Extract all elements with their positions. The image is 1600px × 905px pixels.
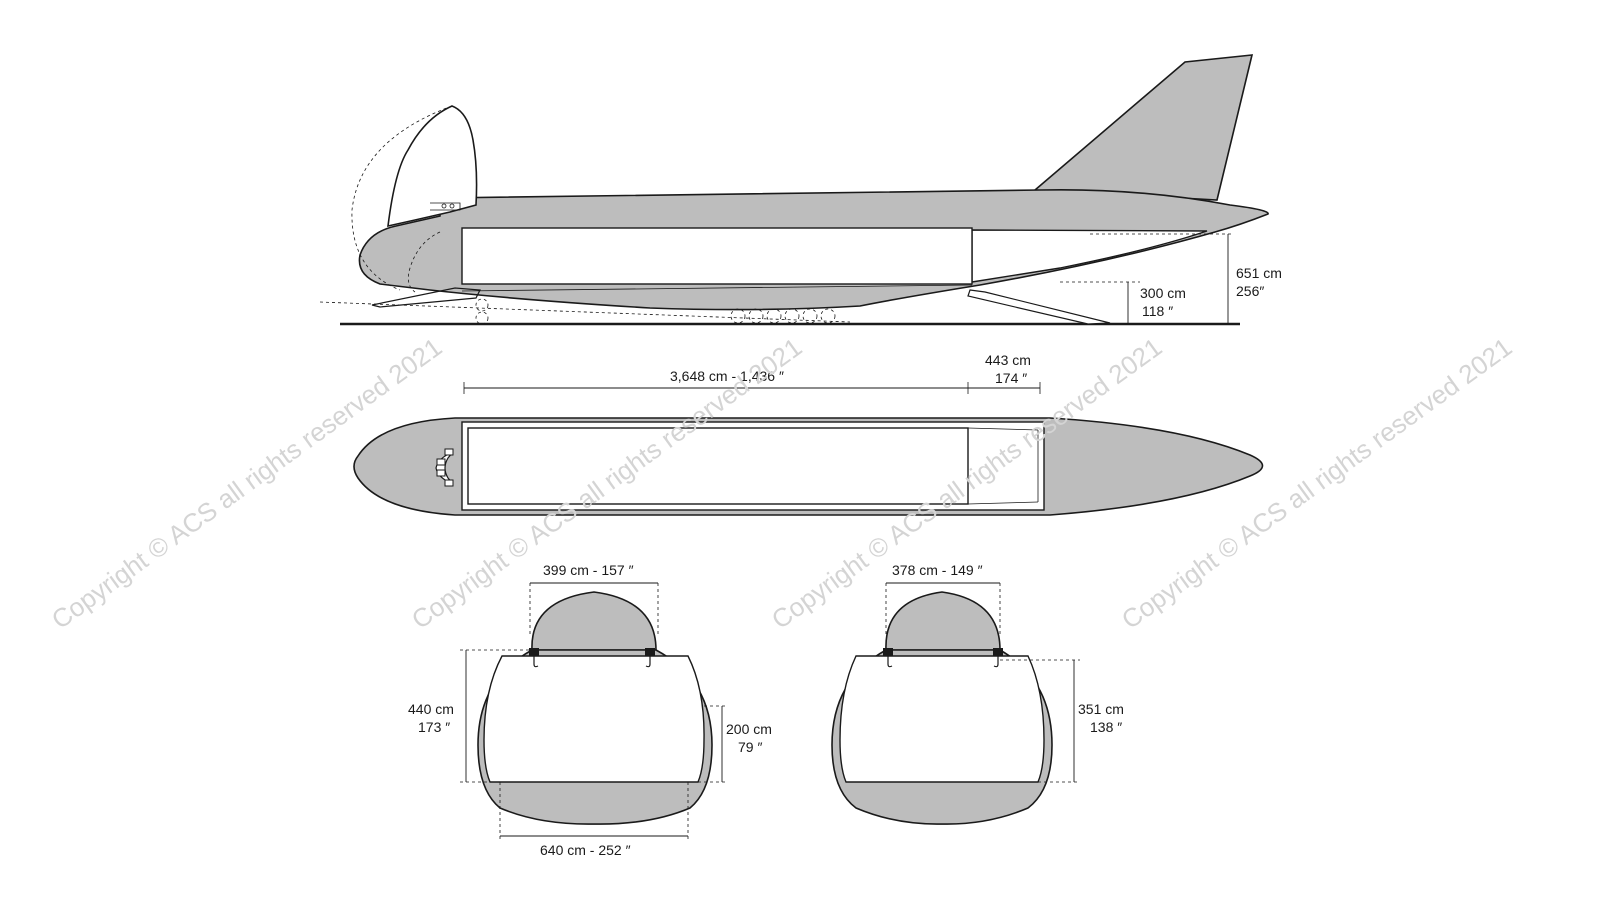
cargo-hold-side bbox=[461, 227, 973, 285]
front-height-in: 173 ″ bbox=[418, 719, 450, 735]
front-side-height-in: 79 ″ bbox=[738, 739, 762, 755]
main-wheel bbox=[784, 308, 800, 324]
hook-icon bbox=[993, 656, 999, 668]
rear-cargo-area bbox=[839, 655, 1045, 783]
nose-arc-inner bbox=[407, 231, 441, 293]
rear-upper-lobe bbox=[885, 591, 1001, 651]
front-cargo-area bbox=[483, 655, 705, 783]
total-height-in: 256″ bbox=[1236, 283, 1264, 299]
front-side-height-cm: 200 cm bbox=[726, 721, 772, 737]
cockpit-window bbox=[430, 202, 461, 211]
rear-cross-section: 378 cm - 149 ″ 351 cm 138 ″ bbox=[831, 562, 1124, 825]
side-view: 300 cm 118 ″ 651 cm 256″ bbox=[319, 54, 1282, 326]
rear-section-cm: 443 cm bbox=[985, 352, 1031, 368]
hold-floor-top bbox=[467, 427, 969, 505]
main-wheel bbox=[730, 308, 746, 324]
main-wheel bbox=[820, 308, 836, 324]
total-height-cm: 651 cm bbox=[1236, 265, 1282, 281]
window-dot bbox=[441, 203, 447, 209]
nose-swing-arc bbox=[351, 105, 453, 291]
front-upper-lobe bbox=[531, 591, 657, 651]
landing-gear bbox=[475, 298, 836, 325]
hook-icon bbox=[887, 656, 893, 668]
main-wheel bbox=[748, 308, 764, 324]
front-floor-width: 640 cm - 252 ″ bbox=[540, 842, 631, 858]
main-wheel bbox=[802, 308, 818, 324]
hoist-bracket bbox=[883, 648, 893, 656]
front-cross-section: 399 cm - 157 ″ 440 cm 173 ″ 200 cm 79 ″ … bbox=[408, 562, 772, 858]
nose-wheel bbox=[475, 298, 489, 312]
rear-section-line bbox=[967, 501, 1039, 505]
front-top-width: 399 cm - 157 ″ bbox=[543, 562, 634, 578]
hoist-bracket bbox=[993, 648, 1003, 656]
rear-height-cm: 351 cm bbox=[1078, 701, 1124, 717]
tail-fin bbox=[1032, 54, 1254, 201]
raised-nose bbox=[387, 105, 478, 228]
hook-icon bbox=[533, 656, 539, 668]
ramp-height-cm: 300 cm bbox=[1140, 285, 1186, 301]
ramp-slope-line bbox=[319, 301, 851, 323]
hold-length-label: 3,648 cm - 1,436 ″ bbox=[670, 368, 784, 384]
cockpit-windows-top bbox=[435, 448, 454, 487]
top-view: 3,648 cm - 1,436 ″ 443 cm 174 ″ bbox=[353, 352, 1264, 516]
main-wheel bbox=[766, 308, 782, 324]
hoist-bracket bbox=[645, 648, 655, 656]
front-ramp bbox=[371, 287, 481, 308]
front-height-cm: 440 cm bbox=[408, 701, 454, 717]
ramp-height-in: 118 ″ bbox=[1142, 303, 1173, 319]
rear-ramp bbox=[967, 289, 1111, 325]
rear-section-in: 174 ″ bbox=[995, 370, 1027, 386]
rear-top-width: 378 cm - 149 ″ bbox=[892, 562, 983, 578]
hook-icon bbox=[645, 656, 651, 668]
hoist-bracket bbox=[529, 648, 539, 656]
tail-underside bbox=[971, 229, 1208, 283]
rear-section-line bbox=[967, 427, 1039, 431]
window-dot bbox=[449, 203, 455, 209]
rear-height-in: 138 ″ bbox=[1090, 719, 1122, 735]
nose-wheel bbox=[475, 311, 489, 325]
hold-floor-line bbox=[461, 284, 973, 292]
